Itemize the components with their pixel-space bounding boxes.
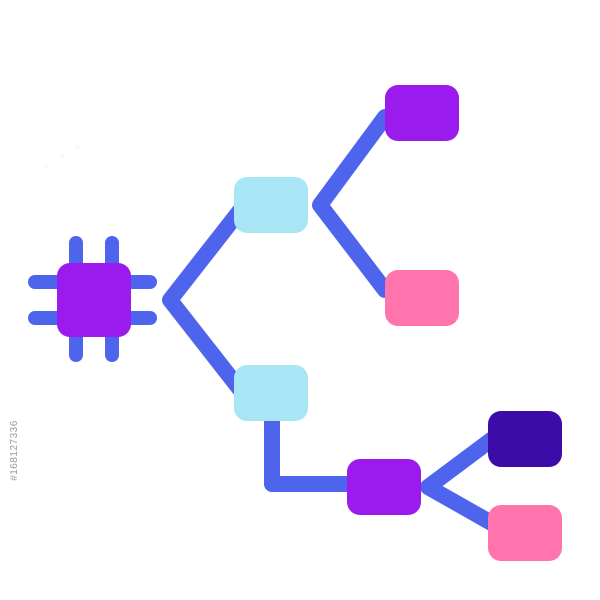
stock-id-text: #168127336 <box>8 419 20 481</box>
connector-upper-branch <box>312 109 393 298</box>
node-lower-leaf-bottom <box>488 505 562 561</box>
stock-id-label: #168127336 <box>0 300 28 600</box>
node-lower-leaf-top <box>488 411 562 467</box>
node-level1-top <box>234 177 308 233</box>
node-level1-bottom <box>234 365 308 421</box>
node-upper-leaf-bottom <box>385 270 459 326</box>
connector-lower-branch <box>420 429 503 533</box>
connector-lower-down <box>264 410 358 492</box>
connector-root-branch <box>162 200 250 400</box>
node-lower-mid <box>347 459 421 515</box>
chip-body <box>57 263 131 337</box>
cpu-chip-icon <box>28 236 157 362</box>
connector-lines <box>162 109 503 533</box>
node-upper-leaf-top <box>385 85 459 141</box>
